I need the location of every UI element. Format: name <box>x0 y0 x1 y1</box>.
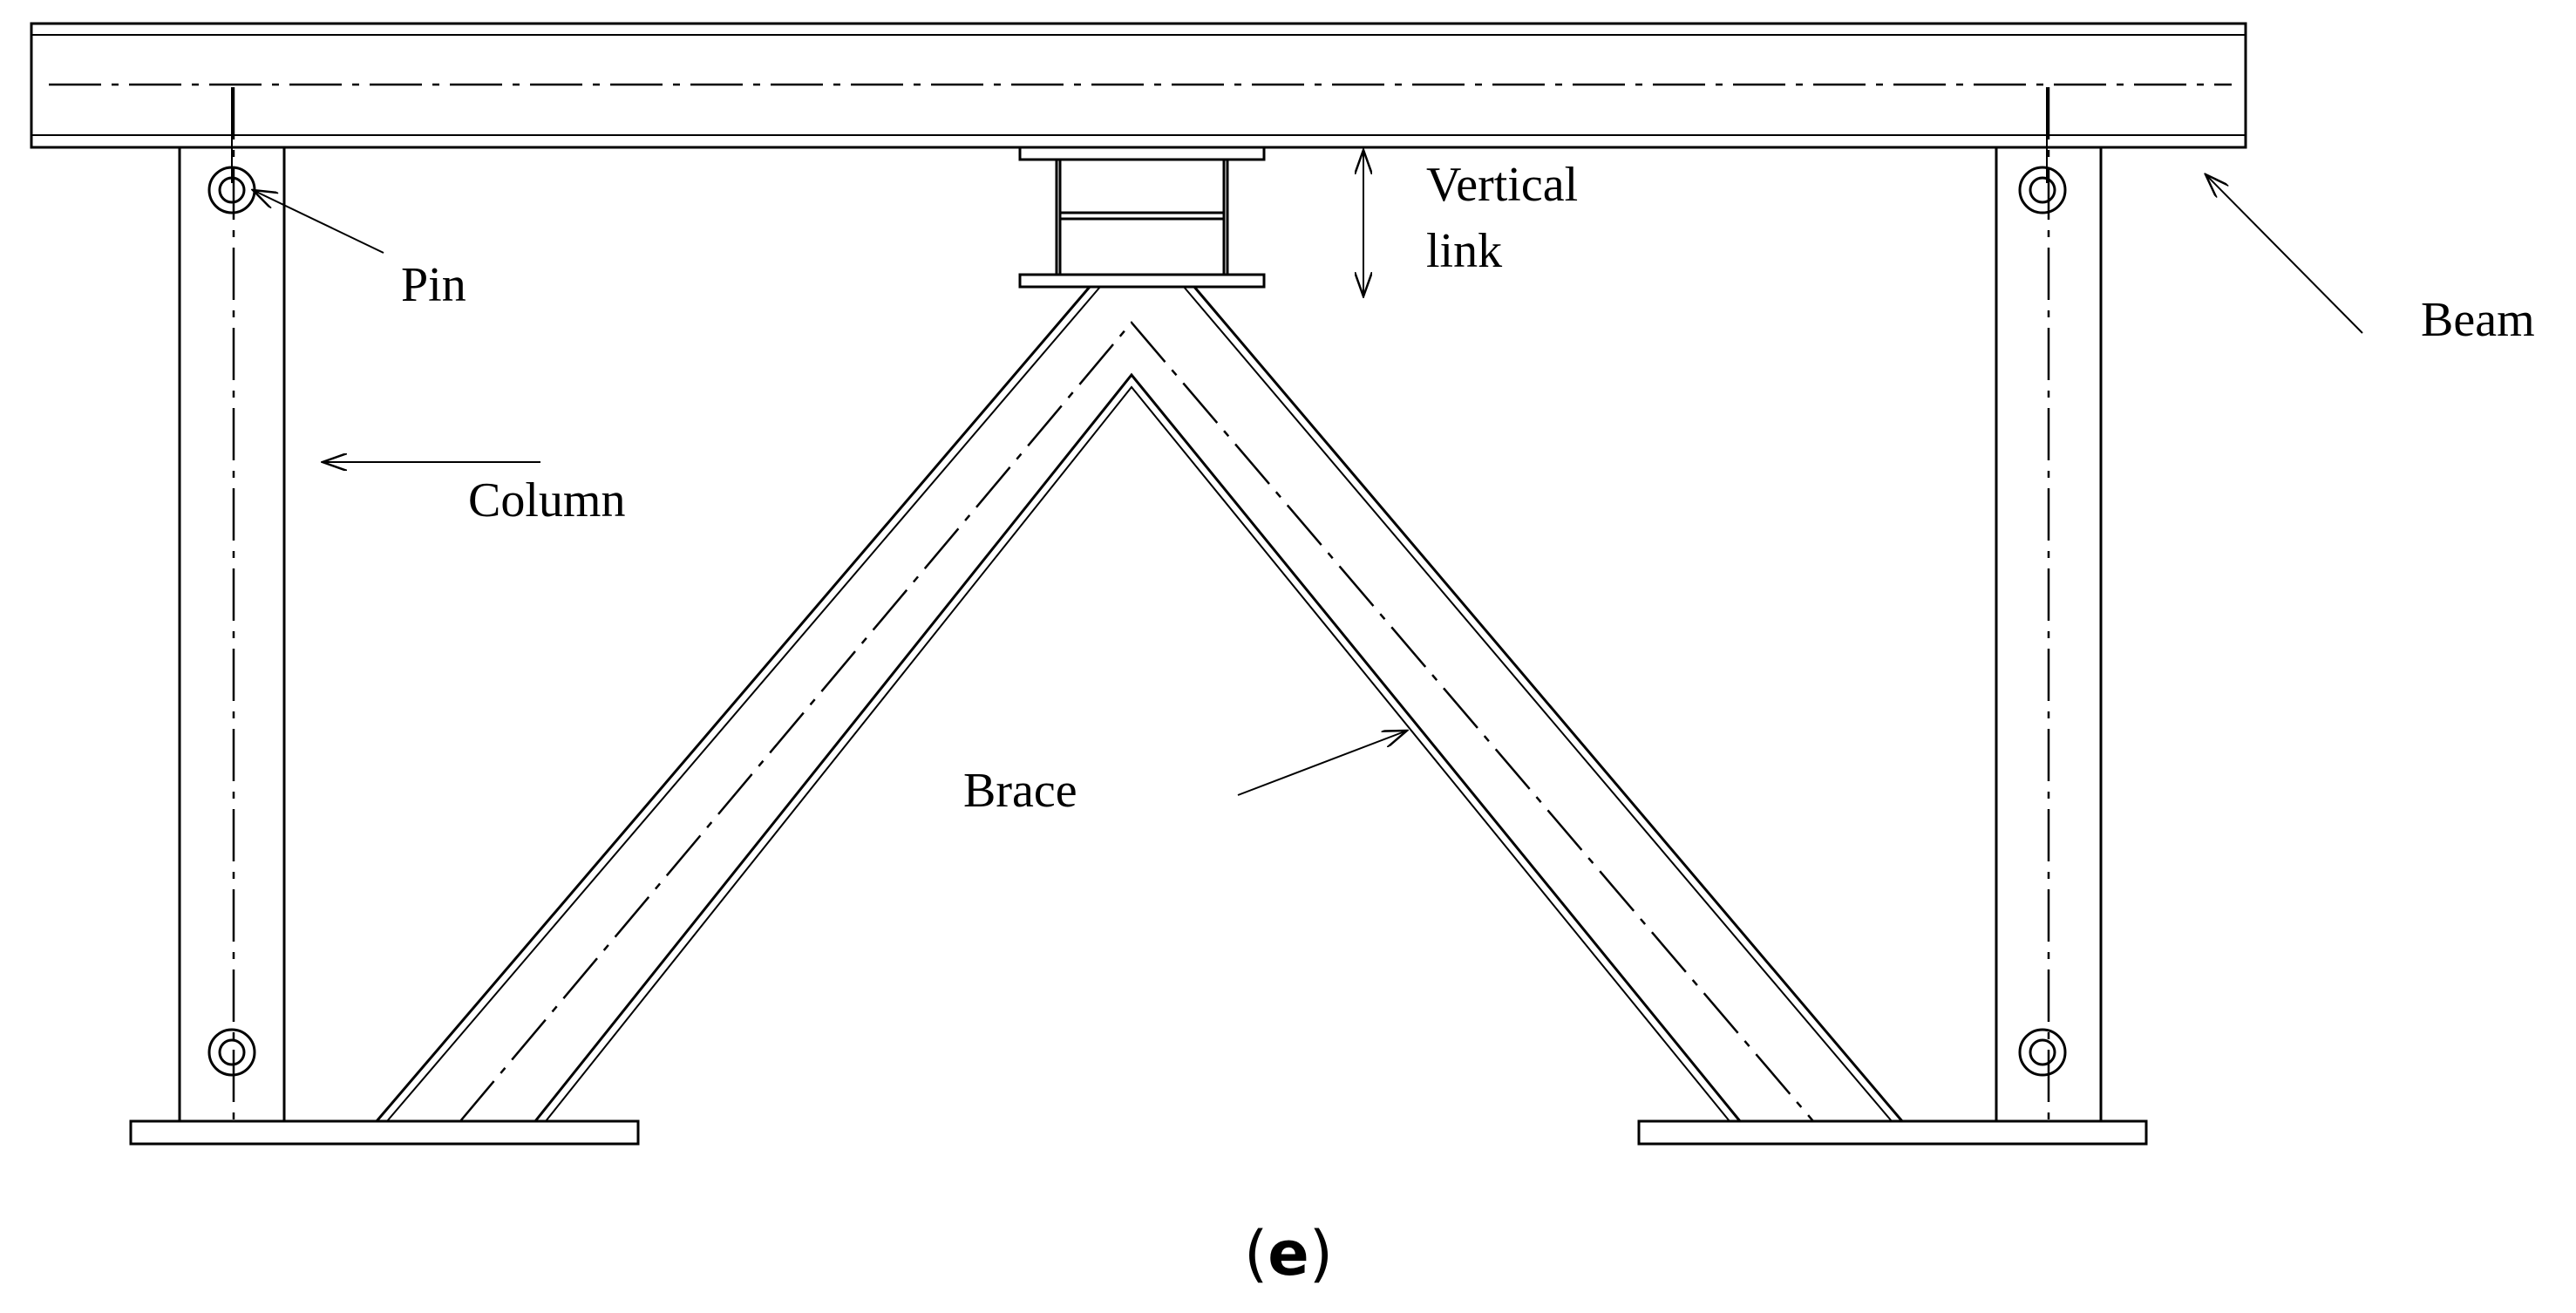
beam <box>30 22 2247 149</box>
figure-caption: (e) <box>1244 1218 1333 1289</box>
brace <box>375 285 1904 1122</box>
brace-label: Brace <box>963 764 1077 818</box>
vertical-link-label-line1: Vertical <box>1426 158 1578 212</box>
column-label: Column <box>468 473 625 527</box>
vertical-link-label-line2: link <box>1426 224 1502 278</box>
beam-leader-arrow <box>2206 174 2363 334</box>
brace-centerline <box>459 321 1814 1122</box>
brace-leader-arrow <box>1237 731 1407 796</box>
pin-label: Pin <box>401 258 466 312</box>
beam-label: Beam <box>2421 293 2535 347</box>
vertical-link <box>1018 146 1266 289</box>
left-column <box>178 87 286 1123</box>
base-plate-left <box>129 1119 640 1146</box>
pin-top-right <box>2018 166 2067 214</box>
pin-leader-arrow <box>253 190 384 254</box>
right-column <box>1995 87 2103 1123</box>
caption-open-paren: ( <box>1244 1218 1268 1289</box>
caption-close-paren: ) <box>1309 1218 1333 1289</box>
base-plate-right <box>1637 1119 2148 1146</box>
caption-letter: e <box>1268 1218 1308 1289</box>
pin-bottom-right <box>2018 1028 2067 1077</box>
pin-bottom-left <box>207 1028 256 1077</box>
